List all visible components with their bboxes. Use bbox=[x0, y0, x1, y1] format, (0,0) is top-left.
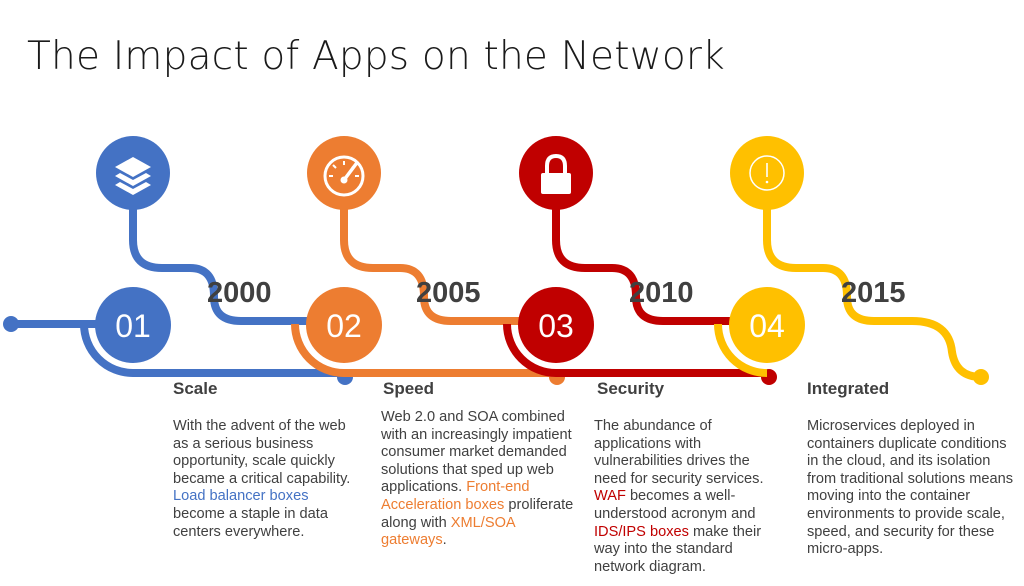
stage-1-number: 01 bbox=[115, 308, 151, 344]
stage-3-description: The abundance of applications with vulne… bbox=[594, 418, 784, 576]
stage-3-desc-before: The abundance of applications with vulne… bbox=[594, 418, 764, 487]
stage-3-year: 2010 bbox=[629, 277, 694, 309]
stage-3-number: 03 bbox=[538, 308, 574, 344]
stage-1-title: Scale bbox=[173, 379, 218, 398]
stage-3-highlight-2: IDS/IPS boxes bbox=[594, 523, 689, 540]
stage-3-vertical-connector bbox=[552, 205, 732, 325]
stage-1-arc bbox=[80, 323, 345, 377]
stage-1-start-dot bbox=[3, 316, 19, 332]
stage-3-desc-mid: becomes a well-understood acronym and bbox=[594, 488, 756, 522]
lock-icon bbox=[541, 153, 571, 194]
stage-1-number-circle bbox=[95, 287, 171, 363]
stage-3-desc-after: make their way into the standard network… bbox=[594, 523, 762, 575]
stage-2-graphic: 02 bbox=[291, 136, 565, 385]
stage-3-graphic: 03 bbox=[503, 136, 777, 385]
stage-4-vertical-connector bbox=[763, 205, 982, 381]
stage-1-year: 2000 bbox=[207, 277, 272, 309]
stage-2-vertical-connector bbox=[340, 205, 520, 325]
stage-1-desc-after: become a staple in data centers everywhe… bbox=[173, 505, 328, 540]
stage-4-arc bbox=[714, 323, 768, 377]
stage-4-number-circle bbox=[729, 287, 805, 363]
stage-4-graphic: 04 bbox=[714, 136, 989, 385]
layers-icon bbox=[115, 157, 151, 195]
alert-icon bbox=[749, 155, 785, 191]
stage-1-description: With the advent of the web as a serious … bbox=[173, 418, 361, 541]
stage-4-number: 04 bbox=[749, 308, 785, 344]
stage-4-description: Microservices deployed in containers dup… bbox=[807, 418, 1017, 559]
stage-3-highlight-1: WAF bbox=[594, 488, 626, 505]
stage-2-year: 2005 bbox=[416, 277, 481, 309]
stage-2-number: 02 bbox=[326, 308, 362, 344]
stage-2-highlight-1: Front-end Acceleration boxes bbox=[381, 479, 530, 513]
stage-2-icon-circle bbox=[307, 136, 381, 210]
stage-1-graphic: 01 bbox=[3, 136, 353, 385]
stage-1-desc-before: With the advent of the web as a serious … bbox=[173, 418, 351, 487]
stage-2-number-circle bbox=[306, 287, 382, 363]
speedometer-icon bbox=[323, 155, 365, 197]
stage-1-highlight: Load balancer boxes bbox=[173, 488, 309, 505]
stage-2-highlight-2: XML/SOA gateways bbox=[381, 514, 515, 549]
stage-3-arc bbox=[503, 323, 766, 377]
stage-4-end-dot bbox=[973, 369, 989, 385]
stage-3-title: Security bbox=[597, 379, 665, 398]
stage-2-desc-after: . bbox=[442, 532, 447, 549]
stage-4-title: Integrated bbox=[807, 379, 890, 398]
stage-4-year: 2015 bbox=[841, 277, 906, 309]
stage-1-vertical-connector bbox=[129, 205, 310, 325]
stage-2-arc bbox=[291, 323, 555, 377]
stage-4-desc-before: Microservices deployed in containers dup… bbox=[807, 418, 1014, 558]
stage-2-desc-before: Web 2.0 and SOA combined with an increas… bbox=[381, 409, 572, 496]
stage-2-description: Web 2.0 and SOA combined with an increas… bbox=[381, 409, 577, 550]
stage-2-title: Speed bbox=[383, 379, 435, 398]
page-title: The Impact of Apps on the Network bbox=[27, 34, 725, 79]
stage-3-number-circle bbox=[518, 287, 594, 363]
stage-2-desc-mid: proliferate along with bbox=[381, 496, 574, 531]
